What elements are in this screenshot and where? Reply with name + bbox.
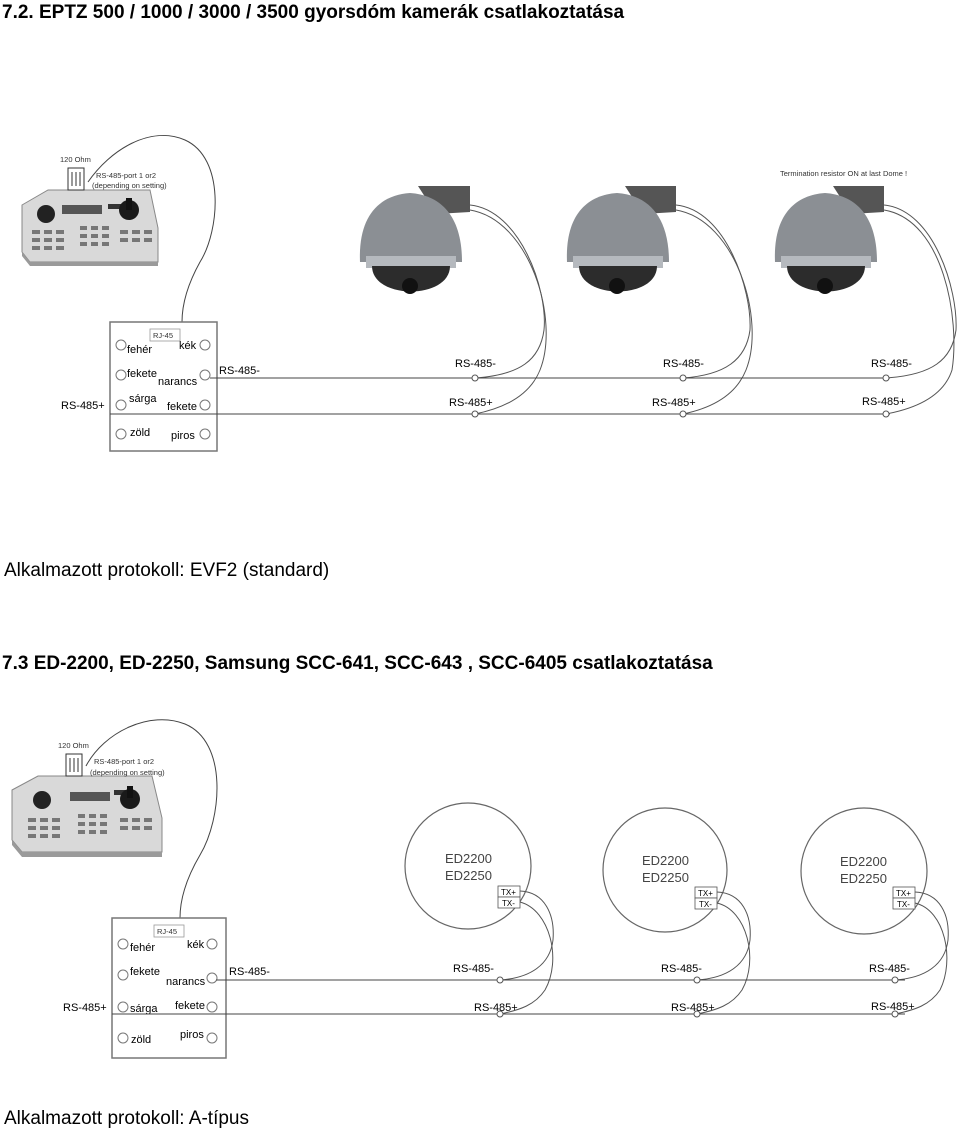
wire-zold-2: zöld [131,1034,151,1046]
wire-sarga-2: sárga [130,1003,158,1015]
dome-wiring-diagram: 120 Ohm RS-485-port 1 or2 (depending on … [21,135,957,452]
wire-piros-2: piros [180,1029,204,1041]
port-note-line1-2: RS-485-port 1 or2 [94,757,154,766]
port-note-line2-2: (depending on setting) [90,768,165,777]
port-note-line2: (depending on setting) [92,181,167,190]
wire-narancs: narancs [158,376,198,388]
bus-plus-label: RS-485+ [61,400,105,412]
ed-camera-3: ED2200 ED2250 TX+ TX- [800,807,928,935]
camera-3-tx-plus: TX+ [896,889,911,898]
camera-2-minus-label: RS-485- [661,963,702,975]
dome-3-plus-label: RS-485+ [862,396,906,408]
section-7-2-protocol: Alkalmazott protokoll: EVF2 (standard) [4,560,330,581]
port-note-line1: RS-485-port 1 or2 [96,171,156,180]
dome-1-cable-a [469,204,545,379]
wire-feher: fehér [127,344,152,356]
camera-2-tx-plus: TX+ [698,889,713,898]
camera-3-minus-label: RS-485- [869,963,910,975]
dome-1-plus-label: RS-485+ [449,397,493,409]
wire-fekete-4: fekete [175,1000,205,1012]
dome-2-minus-label: RS-485- [663,358,704,370]
keyboard-knob-icon [37,205,55,223]
wire-narancs-2: narancs [166,976,206,988]
keyboard-controller-2 [11,753,163,857]
ohm-label-2: 120 Ohm [58,741,89,750]
wire-feher-2: fehér [130,942,155,954]
camera-2-tx-minus: TX- [699,900,712,909]
camera-3-model-line1: ED2200 [840,854,887,869]
dome-2-plus-label: RS-485+ [652,397,696,409]
junction-box [109,321,218,452]
wire-kek-2: kék [187,939,205,951]
camera-1-minus-label: RS-485- [453,963,494,975]
camera-3-tx-minus: TX- [897,900,910,909]
dome-2-cable-a [675,204,751,379]
bus-minus-label-2: RS-485- [229,966,270,978]
ed-camera-wiring-diagram: 120 Ohm RS-485-port 1 or2 (depending on … [11,719,949,1059]
rj45-label-2: RJ-45 [157,927,177,936]
dome-2-cable-b [675,209,753,415]
camera-1-tx-minus: TX- [502,899,515,908]
wire-zold: zöld [130,427,150,439]
dome-3-cable-a [883,204,957,379]
camera-3-cable-a [894,891,949,981]
wire-piros: piros [171,430,195,442]
camera-1-model-line1: ED2200 [445,851,492,866]
dome-1-minus-label: RS-485- [455,358,496,370]
section-7-3-protocol: Alkalmazott protokoll: A-típus [4,1108,249,1129]
camera-2-plus-label: RS-485+ [671,1002,715,1014]
dome-camera-2 [566,186,676,294]
camera-1-cable-b [499,901,554,1015]
wire-sarga: sárga [129,393,157,405]
dome-camera-3 [774,186,884,294]
ed-camera-1: ED2200 ED2250 TX+ TX- [404,802,532,930]
dome-3-minus-label: RS-485- [871,358,912,370]
ed-camera-2: ED2200 ED2250 TX+ TX- [602,807,728,933]
dome-camera-1 [359,186,470,294]
camera-1-plus-label: RS-485+ [474,1002,518,1014]
dome-1-cable-b [469,209,547,415]
camera-3-cable-b [894,902,948,1015]
camera-1-cable-a [499,890,554,981]
section-7-2-heading: 7.2. EPTZ 500 / 1000 / 3000 / 3500 gyors… [2,2,625,23]
camera-1-tx-plus: TX+ [501,888,516,897]
camera-3-plus-label: RS-485+ [871,1001,915,1013]
camera-1-model-line2: ED2250 [445,868,492,883]
camera-3-model-line2: ED2250 [840,871,887,886]
section-7-3-heading: 7.3 ED-2200, ED-2250, Samsung SCC-641, S… [2,653,713,674]
camera-2-cable-a [696,891,751,981]
keyboard-cable [87,135,216,323]
junction-box-2 [111,917,227,1059]
dome-3-cable-b [883,209,955,415]
keyboard-knob-icon [33,791,51,809]
wire-fekete: fekete [127,368,157,380]
camera-2-model-line2: ED2250 [642,870,689,885]
bus-minus-label: RS-485- [219,365,260,377]
bus-plus-label-2: RS-485+ [63,1002,107,1014]
wire-fekete-3: fekete [130,966,160,978]
camera-2-cable-b [696,902,751,1015]
termination-note: Termination resistor ON at last Dome ! [780,169,907,178]
camera-2-model-line1: ED2200 [642,853,689,868]
joystick-icon [120,789,140,809]
wire-kek: kék [179,340,197,352]
wire-fekete-2: fekete [167,401,197,413]
keyboard-controller [21,167,159,266]
ohm-label: 120 Ohm [60,155,91,164]
keyboard-cable-2 [85,719,218,919]
rj45-label: RJ-45 [153,331,173,340]
